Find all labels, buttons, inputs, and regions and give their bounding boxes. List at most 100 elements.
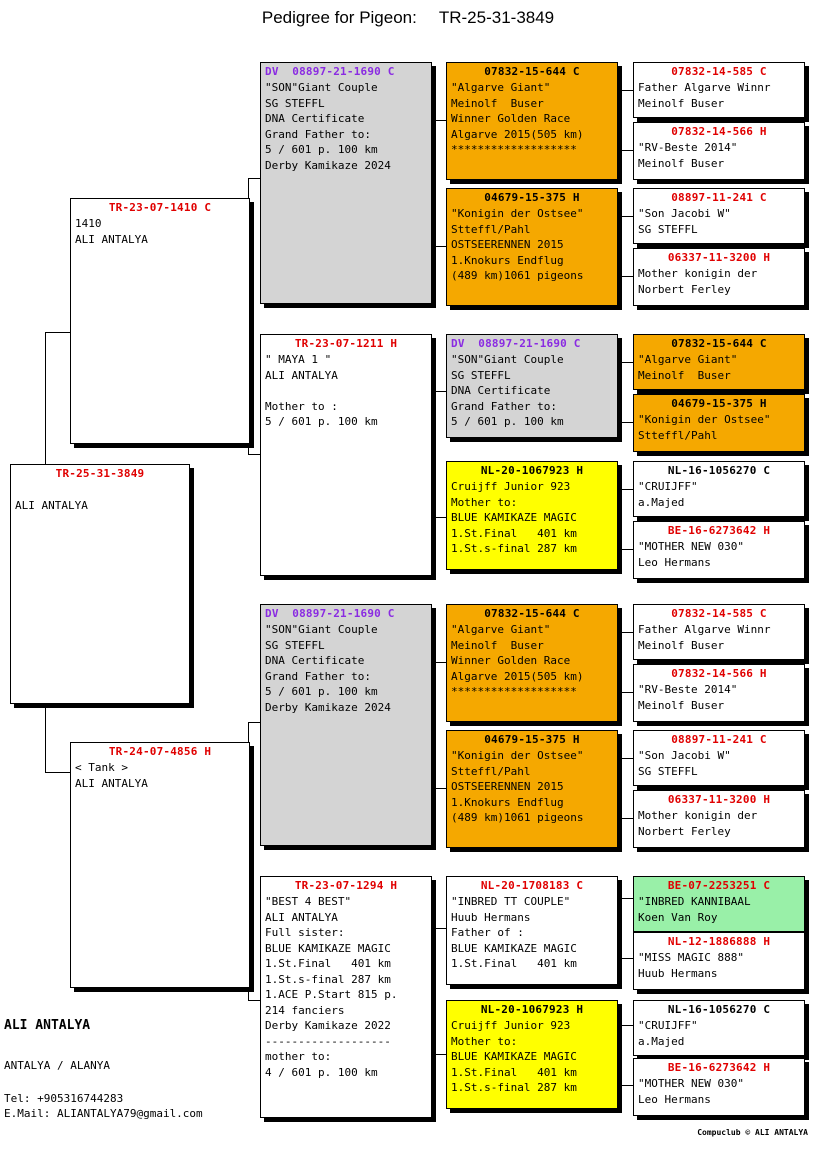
box-header-ggg2: 07832-14-566 H	[671, 125, 767, 138]
connector-dam-to-g3	[248, 722, 260, 723]
box-body-ggg3: "Son Jacobi W" SG STEFFL	[638, 207, 731, 236]
connector-gg4-bottom	[621, 549, 633, 550]
connector-gg7-vertical	[621, 898, 622, 958]
connector-g1-vertical	[434, 120, 435, 246]
pedigree-box-g4[interactable]: TR-23-07-1294 H "BEST 4 BEST" ALI ANTALY…	[260, 876, 432, 1118]
pedigree-box-ggg12[interactable]: 06337-11-3200 H Mother konigin der Norbe…	[633, 790, 805, 848]
connector-g4-to-gg7	[434, 928, 446, 929]
connector-sire-to-g1	[248, 178, 260, 179]
box-body-gg6: "Konigin der Ostsee" Stteffl/Pahl OSTSEE…	[451, 749, 584, 824]
box-header-gg4: NL-20-1067923 H	[480, 464, 584, 477]
box-header-gg3: DV 08897-21-1690 C	[451, 337, 581, 350]
box-body-ggg10: "RV-Beste 2014" Meinolf Buser	[638, 683, 738, 712]
pedigree-box-ggg10[interactable]: 07832-14-566 H "RV-Beste 2014" Meinolf B…	[633, 664, 805, 722]
box-header-ggg3: 08897-11-241 C	[671, 191, 767, 204]
pedigree-box-g3[interactable]: DV 08897-21-1690 C "SON"Giant Couple SG …	[260, 604, 432, 846]
box-body-g4: "BEST 4 BEST" ALI ANTALYA Full sister: B…	[265, 895, 398, 1079]
connector-gg4-vertical	[621, 489, 622, 549]
box-header-ggg8: BE-16-6273642 H	[667, 524, 771, 537]
pedigree-box-dam[interactable]: TR-24-07-4856 H < Tank > ALI ANTALYA	[70, 742, 250, 988]
box-body-ggg1: Father Algarve Winnr Meinolf Buser	[638, 81, 771, 110]
box-body-subject: ALI ANTALYA	[15, 498, 88, 512]
box-header-gg6: 04679-15-375 H	[484, 733, 580, 746]
box-header-g2: TR-23-07-1211 H	[294, 337, 398, 350]
pedigree-box-subject[interactable]: TR-25-31-3849 ALI ANTALYA	[10, 464, 190, 704]
pedigree-box-g1[interactable]: DV 08897-21-1690 C "SON"Giant Couple SG …	[260, 62, 432, 304]
connector-g2-to-gg4	[434, 517, 446, 518]
footer-credit: Compuclub © ALI ANTALYA	[697, 1128, 808, 1137]
connector-subject-to-sire	[45, 332, 70, 333]
box-body-gg8: Cruijff Junior 923 Mother to: BLUE KAMIK…	[451, 1019, 577, 1094]
connector-gg2-top	[621, 216, 633, 217]
connector-g3-to-gg5	[434, 662, 446, 663]
connector-gg8-bottom	[621, 1085, 633, 1086]
footer-owner-name: ALI ANTALYA	[4, 1018, 91, 1033]
pedigree-box-ggg13[interactable]: BE-07-2253251 C "INBRED KANNIBAAL Koen V…	[633, 876, 805, 932]
pedigree-box-ggg7[interactable]: NL-16-1056270 C "CRUIJFF" a.Majed	[633, 461, 805, 517]
box-body-gg4: Cruijff Junior 923 Mother to: BLUE KAMIK…	[451, 480, 577, 555]
pedigree-box-ggg5[interactable]: 07832-15-644 C "Algarve Giant" Meinolf B…	[633, 334, 805, 390]
footer-location: ANTALYA / ALANYA	[4, 1059, 110, 1072]
pedigree-box-gg2[interactable]: 04679-15-375 H "Konigin der Ostsee" Stte…	[446, 188, 618, 306]
connector-subject-to-dam	[45, 772, 70, 773]
box-header-gg1: 07832-15-644 C	[484, 65, 580, 78]
page-title-pigeon-id: TR-25-31-3849	[438, 8, 555, 27]
pedigree-box-ggg1[interactable]: 07832-14-585 C Father Algarve Winnr Mein…	[633, 62, 805, 118]
box-header-gg8: NL-20-1067923 H	[480, 1003, 584, 1016]
box-body-dam: < Tank > ALI ANTALYA	[75, 761, 148, 790]
box-header-ggg11: 08897-11-241 C	[671, 733, 767, 746]
pedigree-box-sire[interactable]: TR-23-07-1410 C 1410 ALI ANTALYA	[70, 198, 250, 444]
box-header-g1: DV 08897-21-1690 C	[265, 65, 395, 78]
box-body-ggg6: "Konigin der Ostsee" Stteffl/Pahl	[638, 413, 771, 442]
pedigree-box-ggg4[interactable]: 06337-11-3200 H Mother konigin der Norbe…	[633, 248, 805, 306]
box-header-ggg16: BE-16-6273642 H	[667, 1061, 771, 1074]
footer-email: E.Mail: ALIANTALYA79@gmail.com	[4, 1107, 203, 1120]
pedigree-box-ggg2[interactable]: 07832-14-566 H "RV-Beste 2014" Meinolf B…	[633, 122, 805, 180]
pedigree-box-gg6[interactable]: 04679-15-375 H "Konigin der Ostsee" Stte…	[446, 730, 618, 848]
connector-g4-vertical	[434, 928, 435, 1054]
box-header-ggg15: NL-16-1056270 C	[667, 1003, 771, 1016]
box-body-ggg4: Mother konigin der Norbert Ferley	[638, 267, 758, 296]
connector-g1-to-gg2	[434, 246, 446, 247]
connector-gg5-bottom	[621, 692, 633, 693]
connector-gg2-bottom	[621, 276, 633, 277]
pedigree-box-gg5[interactable]: 07832-15-644 C "Algarve Giant" Meinolf B…	[446, 604, 618, 722]
box-header-dam: TR-24-07-4856 H	[108, 745, 212, 758]
pedigree-box-ggg8[interactable]: BE-16-6273642 H "MOTHER NEW 030" Leo Her…	[633, 521, 805, 579]
box-header-gg2: 04679-15-375 H	[484, 191, 580, 204]
box-body-sire: 1410 ALI ANTALYA	[75, 217, 148, 246]
pedigree-box-ggg11[interactable]: 08897-11-241 C "Son Jacobi W" SG STEFFL	[633, 730, 805, 786]
connector-gg3-vertical	[621, 362, 622, 422]
pedigree-box-gg3[interactable]: DV 08897-21-1690 C "SON"Giant Couple SG …	[446, 334, 618, 438]
pedigree-box-ggg6[interactable]: 04679-15-375 H "Konigin der Ostsee" Stte…	[633, 394, 805, 452]
box-body-ggg2: "RV-Beste 2014" Meinolf Buser	[638, 141, 738, 170]
connector-gg1-vertical	[621, 90, 622, 150]
pedigree-box-g2[interactable]: TR-23-07-1211 H " MAYA 1 " ALI ANTALYA M…	[260, 334, 432, 576]
pedigree-box-ggg14[interactable]: NL-12-1886888 H "MISS MAGIC 888" Huub He…	[633, 932, 805, 990]
box-header-ggg9: 07832-14-585 C	[671, 607, 767, 620]
pedigree-box-ggg3[interactable]: 08897-11-241 C "Son Jacobi W" SG STEFFL	[633, 188, 805, 244]
connector-gg3-top	[621, 362, 633, 363]
pedigree-box-gg7[interactable]: NL-20-1708183 C "INBRED TT COUPLE" Huub …	[446, 876, 618, 985]
connector-gg6-top	[621, 758, 633, 759]
connector-gg2-vertical	[621, 216, 622, 276]
box-body-ggg12: Mother konigin der Norbert Ferley	[638, 809, 758, 838]
page-title: Pedigree for Pigeon: TR-25-31-3849	[0, 8, 816, 28]
box-body-ggg13: "INBRED KANNIBAAL Koen Van Roy	[638, 895, 751, 924]
pedigree-box-gg1[interactable]: 07832-15-644 C "Algarve Giant" Meinolf B…	[446, 62, 618, 180]
pedigree-box-ggg16[interactable]: BE-16-6273642 H "MOTHER NEW 030" Leo Her…	[633, 1058, 805, 1116]
box-body-gg7: "INBRED TT COUPLE" Huub Hermans Father o…	[451, 895, 577, 970]
pedigree-box-ggg15[interactable]: NL-16-1056270 C "CRUIJFF" a.Majed	[633, 1000, 805, 1056]
connector-gg7-bottom	[621, 958, 633, 959]
pedigree-box-ggg9[interactable]: 07832-14-585 C Father Algarve Winnr Mein…	[633, 604, 805, 660]
connector-g2-vertical	[434, 391, 435, 517]
connector-gg4-top	[621, 489, 633, 490]
box-body-gg2: "Konigin der Ostsee" Stteffl/Pahl OSTSEE…	[451, 207, 584, 282]
box-header-ggg13: BE-07-2253251 C	[667, 879, 771, 892]
connector-gg6-vertical	[621, 758, 622, 818]
pedigree-box-gg4[interactable]: NL-20-1067923 H Cruijff Junior 923 Mothe…	[446, 461, 618, 570]
box-body-ggg15: "CRUIJFF" a.Majed	[638, 1019, 698, 1048]
page-title-label: Pedigree for Pigeon:	[261, 8, 417, 27]
pedigree-box-gg8[interactable]: NL-20-1067923 H Cruijff Junior 923 Mothe…	[446, 1000, 618, 1109]
box-header-ggg5: 07832-15-644 C	[671, 337, 767, 350]
